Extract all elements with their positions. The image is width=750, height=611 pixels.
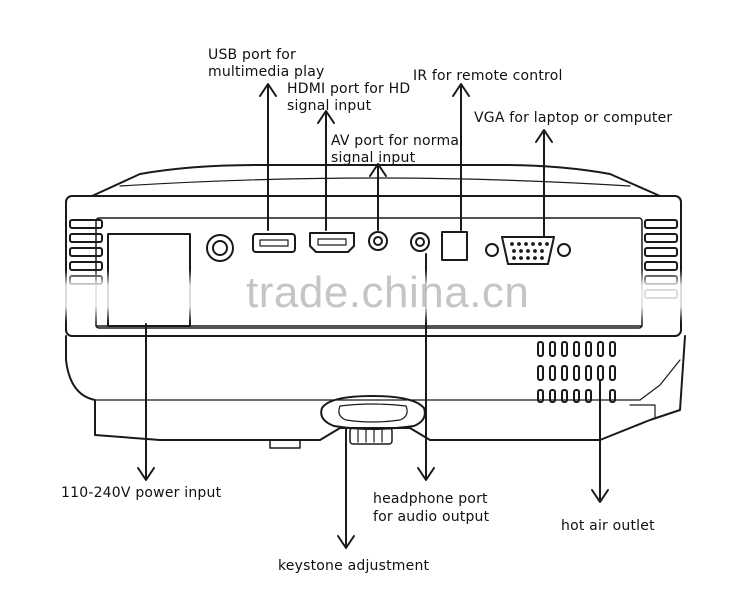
ir-receiver [441, 231, 468, 261]
label-hdmi-line1: HDMI port for HD [287, 81, 411, 97]
hdmi-port [309, 232, 355, 253]
label-power: 110-240V power input [61, 485, 222, 501]
label-hdmi-line2: signal input [287, 98, 372, 114]
label-keystone: keystone adjustment [278, 558, 430, 574]
label-av-line2: signal input [331, 150, 416, 166]
label-ir: IR for remote control [413, 68, 563, 84]
label-headphone-line1: headphone port [373, 491, 488, 507]
headphone-port [410, 232, 430, 252]
power-button [206, 234, 234, 262]
label-headphone-line2: for audio output [373, 509, 490, 525]
label-usb-line2: multimedia play [208, 64, 325, 80]
keystone-wheel [320, 395, 426, 445]
label-av-line1: AV port for normal [331, 133, 464, 149]
label-usb-line1: USB port for [208, 47, 296, 63]
projector-lower-body [65, 335, 686, 441]
hot-air-vents [537, 341, 616, 403]
ir-callout-arrow [452, 83, 470, 231]
usb-port [252, 233, 296, 253]
power-callout-arrow [137, 323, 155, 481]
watermark-band [48, 270, 698, 322]
label-vga: VGA for laptop or computer [474, 110, 673, 126]
watermark-text: trade.china.cn [246, 268, 530, 317]
keystone-callout-arrow [337, 427, 355, 549]
usb-callout-arrow [259, 83, 277, 231]
av-callout-arrow [369, 163, 387, 231]
vga-callout-arrow [535, 129, 553, 237]
hot-air-callout-arrow [591, 379, 609, 503]
av-port [368, 231, 388, 251]
label-hot-air: hot air outlet [561, 518, 655, 534]
vga-port [485, 236, 571, 265]
projector-top-lid [91, 164, 661, 197]
projector-rear-panel [65, 195, 682, 337]
hdmi-callout-arrow [317, 110, 335, 231]
